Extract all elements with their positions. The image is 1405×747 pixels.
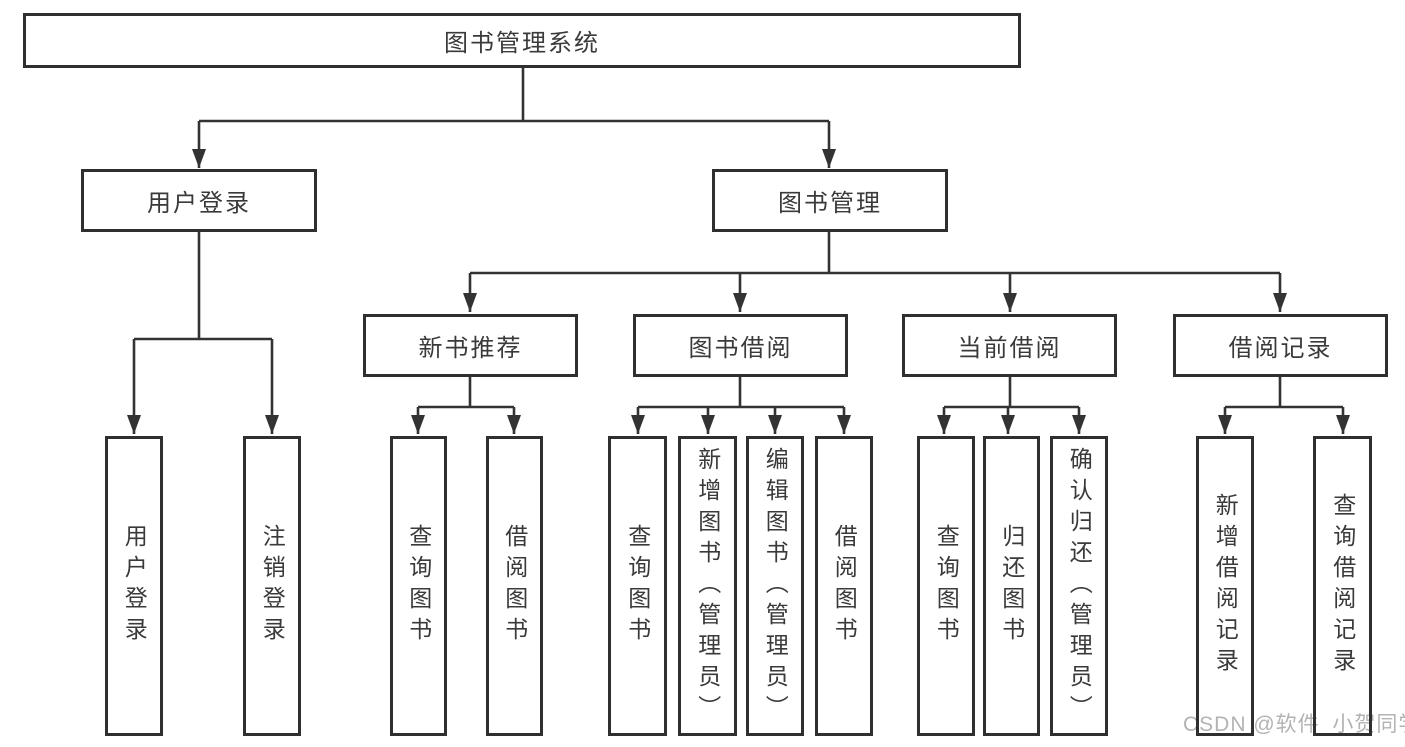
leaf-label: 新增借阅记录 (1212, 493, 1239, 679)
leaf-label: 查询图书 (933, 524, 960, 648)
leaf-user-login: 用户登录 (105, 436, 163, 736)
leaf-label: 借阅图书 (501, 524, 528, 648)
leaf-query-books-current: 查询图书 (917, 436, 975, 736)
leaf-label: 查询图书 (405, 524, 432, 648)
leaf-label: 确认归还（管理员） (1066, 446, 1093, 726)
leaf-label: 查询借阅记录 (1329, 493, 1356, 679)
leaf-logout: 注销登录 (243, 436, 301, 736)
node-root: 图书管理系统 (23, 13, 1021, 68)
watermark: CSDN @软件_小贺同学 (1183, 713, 1405, 736)
leaf-label: 归还图书 (998, 524, 1025, 648)
node-user-login: 用户登录 (81, 169, 317, 232)
leaf-edit-book-admin: 编辑图书（管理员） (746, 436, 804, 736)
leaf-borrow-books-recommend: 借阅图书 (486, 436, 543, 736)
connector-trunks (134, 67, 1343, 409)
leaf-query-borrow-record: 查询借阅记录 (1313, 436, 1372, 736)
leaf-label: 查询图书 (624, 524, 651, 648)
leaf-borrow-books: 借阅图书 (815, 436, 873, 736)
leaf-label: 注销登录 (259, 524, 286, 648)
node-label: 用户登录 (147, 190, 251, 217)
leaf-label: 借阅图书 (831, 524, 858, 648)
leaf-query-books-borrow: 查询图书 (608, 436, 667, 736)
leaf-return-book: 归还图书 (983, 436, 1040, 736)
node-label: 当前借阅 (957, 335, 1062, 362)
leaf-add-book-admin: 新增图书（管理员） (678, 436, 737, 736)
node-book-borrow: 图书借阅 (633, 314, 848, 377)
leaf-confirm-return-admin: 确认归还（管理员） (1050, 436, 1108, 736)
node-label: 图书管理系统 (444, 30, 600, 57)
node-book-management: 图书管理 (712, 169, 948, 232)
leaf-add-borrow-record: 新增借阅记录 (1196, 436, 1254, 736)
node-label: 图书管理 (778, 190, 882, 217)
leaf-label: 编辑图书（管理员） (762, 446, 789, 726)
node-label: 图书借阅 (688, 335, 793, 362)
node-label: 借阅记录 (1228, 335, 1333, 362)
leaf-label: 新增图书（管理员） (694, 446, 721, 726)
node-borrow-records: 借阅记录 (1173, 314, 1388, 377)
leaf-label: 用户登录 (121, 524, 148, 648)
node-new-book-recommend: 新书推荐 (363, 314, 578, 377)
leaf-query-books-recommend: 查询图书 (390, 436, 447, 736)
node-label: 新书推荐 (418, 335, 523, 362)
node-current-borrow: 当前借阅 (902, 314, 1117, 377)
